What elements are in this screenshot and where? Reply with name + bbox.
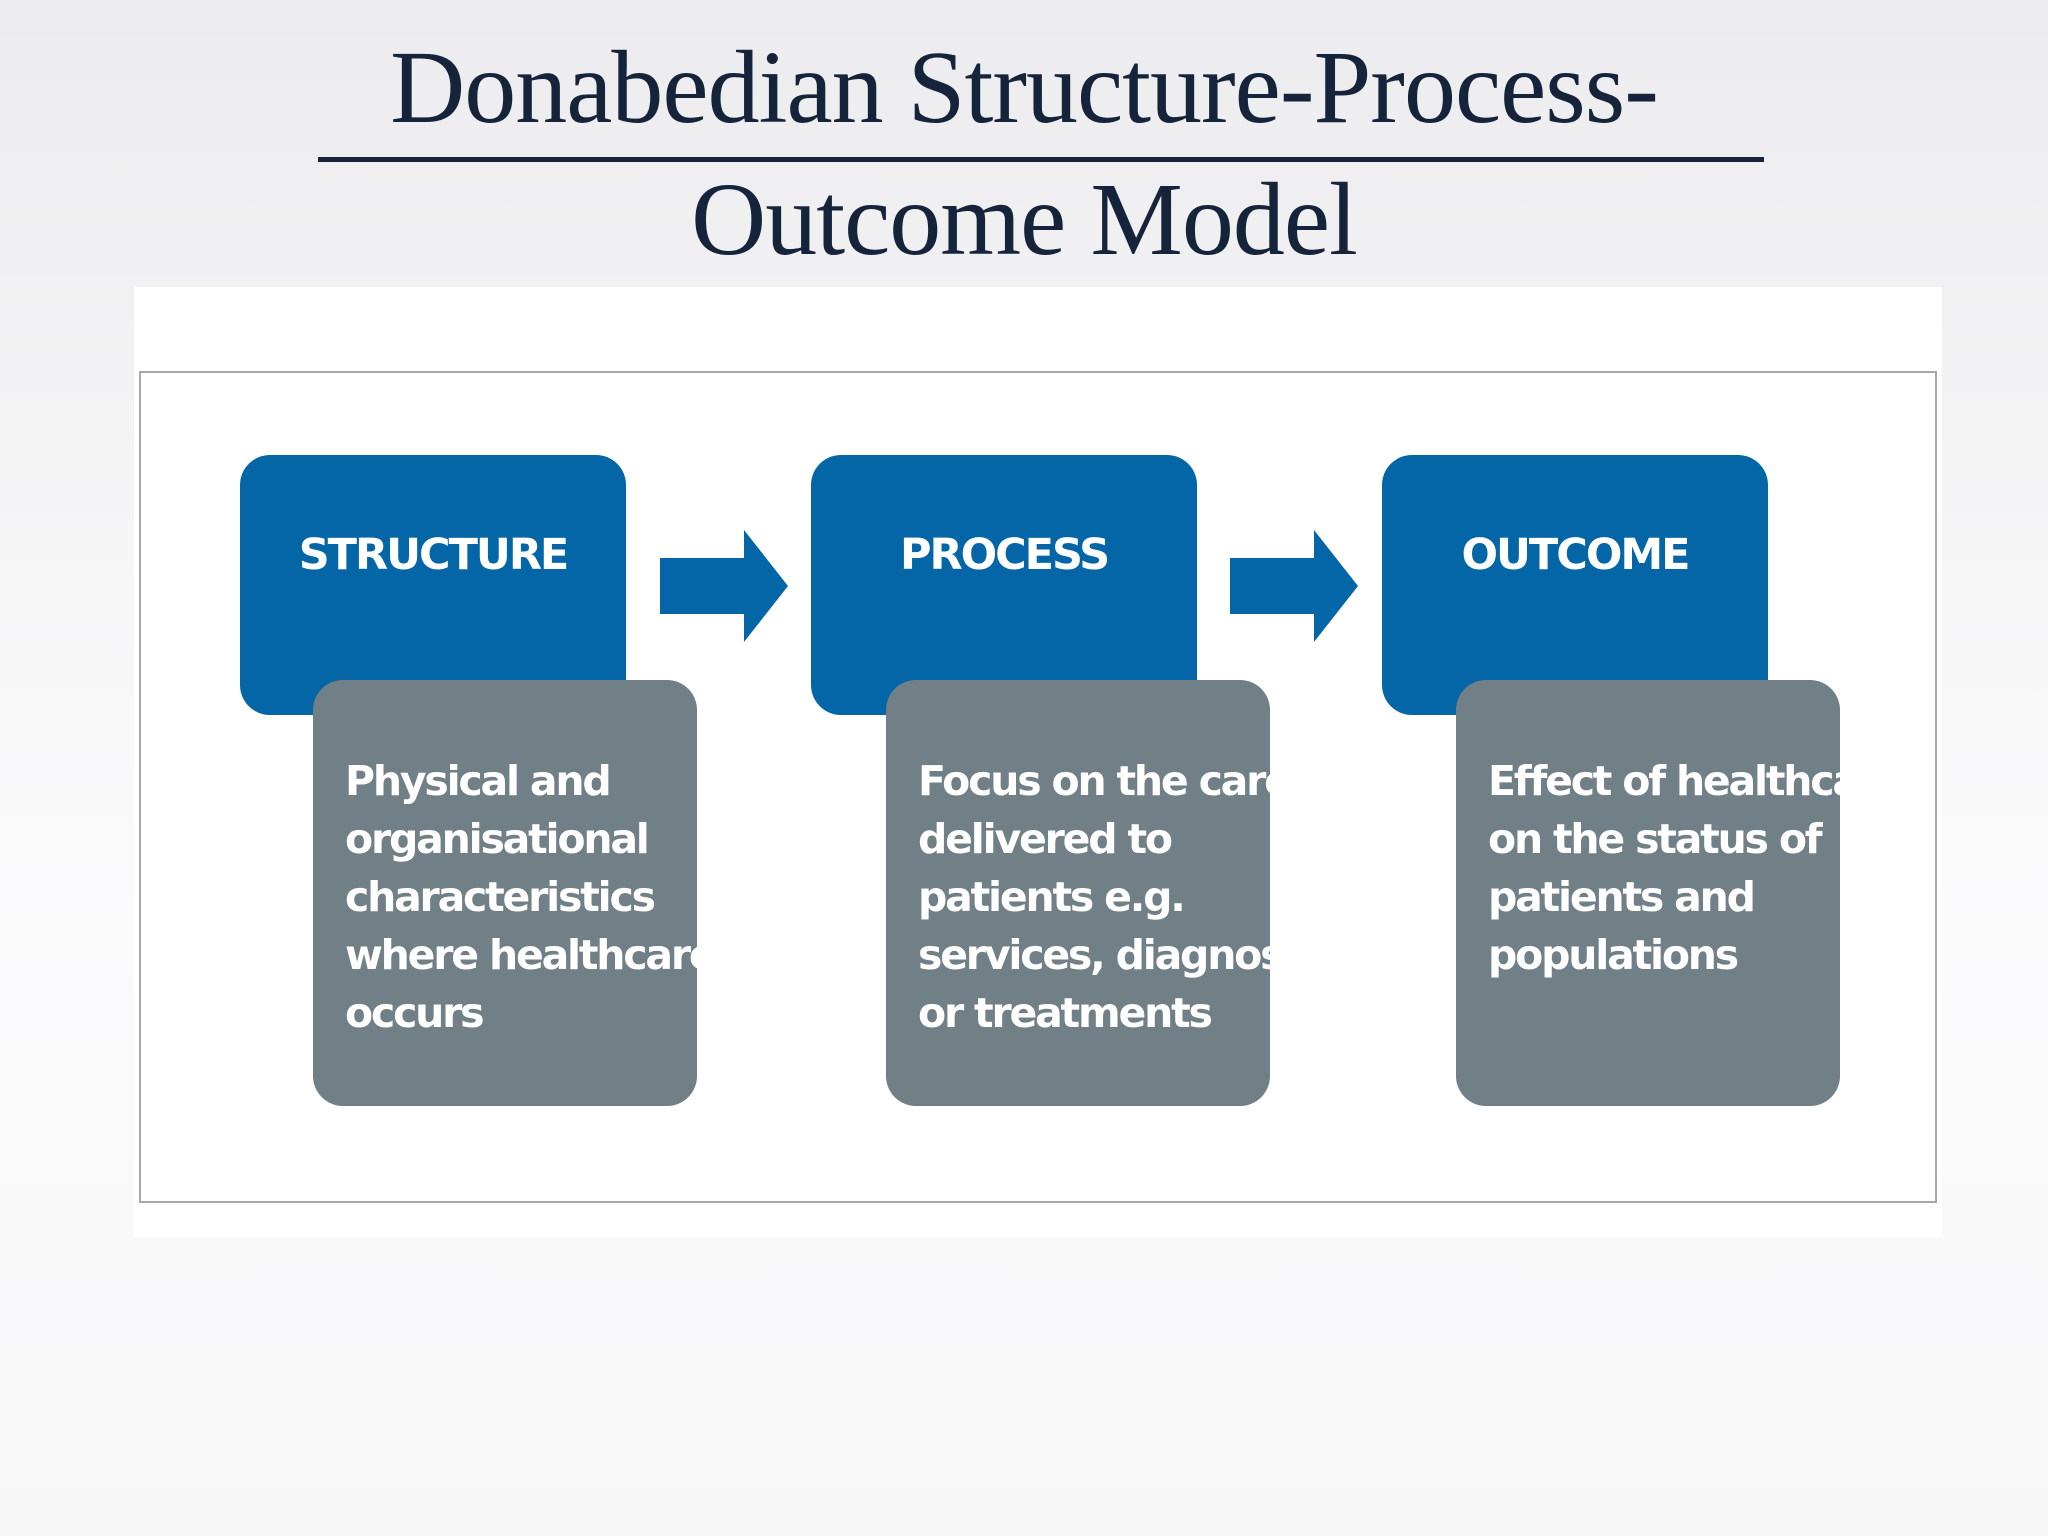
- process-description-line: delivered to: [918, 815, 1173, 863]
- outcome-description-line: on the status of: [1488, 815, 1823, 863]
- process-label: PROCESS: [899, 530, 1110, 580]
- slide-title: Donabedian Structure-Process- Outcome Mo…: [0, 22, 2048, 286]
- process-description-line: or treatments: [918, 989, 1213, 1037]
- slide-title-line-1: Donabedian Structure-Process-: [390, 30, 1659, 145]
- structure-description-line: characteristics: [345, 873, 656, 921]
- process-description-line: Focus on the care: [918, 757, 1292, 805]
- right-arrow-icon: [1230, 530, 1358, 642]
- process-description-line: services, diagnostics: [918, 931, 1358, 979]
- structure-label: STRUCTURE: [298, 530, 570, 580]
- structure-description-line: where healthcare: [345, 931, 717, 979]
- structure-header-box: STRUCTURE: [240, 455, 626, 715]
- title-underline: [318, 157, 1764, 162]
- structure-description-line: organisational: [345, 815, 650, 863]
- outcome-description-box: Effect of healthcare on the status of pa…: [1456, 680, 1904, 1106]
- outcome-description-line: populations: [1488, 931, 1739, 979]
- process-description-box: Focus on the care delivered to patients …: [886, 680, 1358, 1106]
- process-description-line: patients e.g.: [918, 873, 1186, 921]
- outcome-label: OUTCOME: [1461, 530, 1690, 580]
- structure-description-line: occurs: [345, 989, 485, 1037]
- structure-description-line: Physical and: [345, 757, 612, 805]
- right-arrow-icon: [660, 530, 788, 642]
- slide-title-line-2: Outcome Model: [691, 162, 1358, 277]
- outcome-description-line: patients and: [1488, 873, 1756, 921]
- structure-description-box: Physical and organisational characterist…: [313, 680, 717, 1106]
- process-header-box: PROCESS: [811, 455, 1197, 715]
- outcome-header-box: OUTCOME: [1382, 455, 1768, 715]
- outcome-description-line: Effect of healthcare: [1488, 757, 1904, 805]
